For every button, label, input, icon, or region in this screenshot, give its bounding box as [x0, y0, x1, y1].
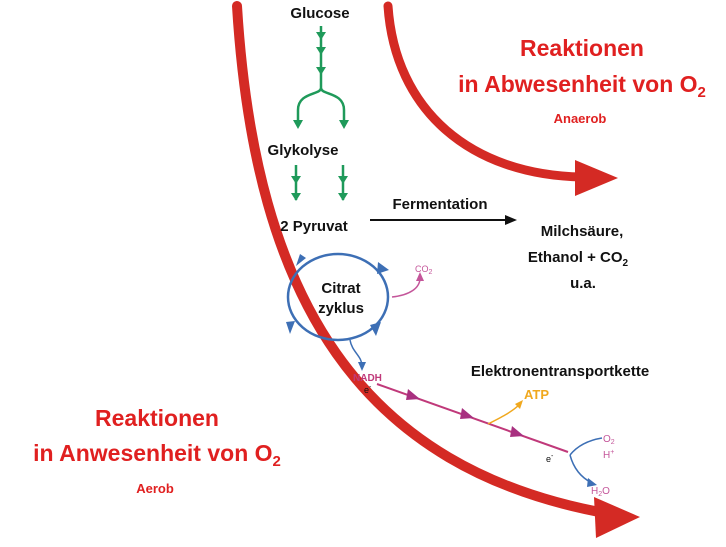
aerobic-arrowhead — [594, 497, 640, 538]
electron-1-sup: - — [369, 384, 372, 391]
citrate-label-1: Citrat — [321, 280, 360, 297]
citrate-label-2: zyklus — [318, 300, 364, 317]
aerob-title-line-1: Reaktionen — [95, 405, 219, 431]
h2o-main: H — [591, 486, 598, 497]
h2o-tail: O — [602, 486, 610, 497]
products-line-1: Milchsäure, — [541, 223, 624, 240]
products-line-2: Ethanol + CO2 — [528, 249, 629, 269]
nadh-arrowhead — [358, 362, 366, 371]
anaerob-tag: Anaerob — [554, 111, 607, 126]
co2-arrowhead — [416, 272, 424, 281]
h-plus-main: H — [603, 450, 610, 461]
atp-arrowhead — [515, 400, 523, 409]
co2-label-subscript: 2 — [429, 269, 433, 276]
products-co2-subscript: 2 — [623, 258, 629, 269]
aerob-title-subscript: 2 — [273, 453, 281, 470]
etc-arrowheads — [406, 389, 524, 437]
nadh-label: NADH — [353, 373, 382, 384]
atp-arrow — [487, 403, 521, 425]
fermentation-label: Fermentation — [392, 196, 487, 213]
citrate-cycle-circle — [286, 252, 390, 342]
glycolysis-label: Glykolyse — [268, 142, 339, 159]
anaerob-title-line-2: in Abwesenheit von O2 — [458, 71, 706, 101]
h-plus-label: H+ — [603, 449, 614, 461]
anaerobic-pathway-arrow — [383, 1, 587, 182]
o2-main: O — [603, 434, 611, 445]
electron-2-sup: - — [551, 453, 554, 460]
h2o-subscript: 2 — [598, 491, 602, 498]
electron-label-2: e- — [546, 453, 554, 464]
electron-2-main: e — [546, 454, 551, 464]
products-line-3: u.a. — [570, 275, 596, 292]
aerob-tag: Aerob — [136, 481, 174, 496]
atp-label: ATP — [524, 387, 549, 402]
anaerob-title-subscript: 2 — [698, 84, 706, 101]
o2-subscript: 2 — [611, 439, 615, 446]
anaerob-title-main: in Abwesenheit von O — [458, 71, 697, 97]
glucose-label: Glucose — [290, 5, 349, 22]
aerob-title-line-2: in Anwesenheit von O2 — [33, 440, 281, 470]
fermentation-arrowhead — [505, 215, 517, 225]
co2-label: CO2 — [415, 264, 433, 276]
o2-label: O2 — [603, 434, 615, 446]
aerob-title-main: in Anwesenheit von O — [33, 440, 272, 466]
anaerobic-arrowhead — [575, 160, 618, 196]
co2-label-main: CO — [415, 264, 429, 274]
glycolysis-arrows — [291, 26, 349, 201]
co2-release-arrow — [391, 277, 421, 298]
oxygen-curve — [569, 437, 603, 456]
pyruvate-label: 2 Pyruvat — [280, 218, 348, 235]
anaerob-title-line-1: Reaktionen — [520, 35, 644, 61]
h2o-label: H2O — [591, 486, 610, 498]
aerobic-pathway-arrow — [232, 1, 615, 519]
electron-1-main: e — [364, 385, 369, 395]
water-arrowhead — [587, 478, 597, 487]
products-line-2-main: Ethanol + CO — [528, 249, 623, 266]
etc-title: Elektronentransportkette — [471, 363, 649, 380]
h-plus-sup: + — [610, 449, 614, 456]
electron-label-1: e- — [364, 384, 372, 395]
citrate-cycle-arrowheads — [286, 254, 389, 336]
